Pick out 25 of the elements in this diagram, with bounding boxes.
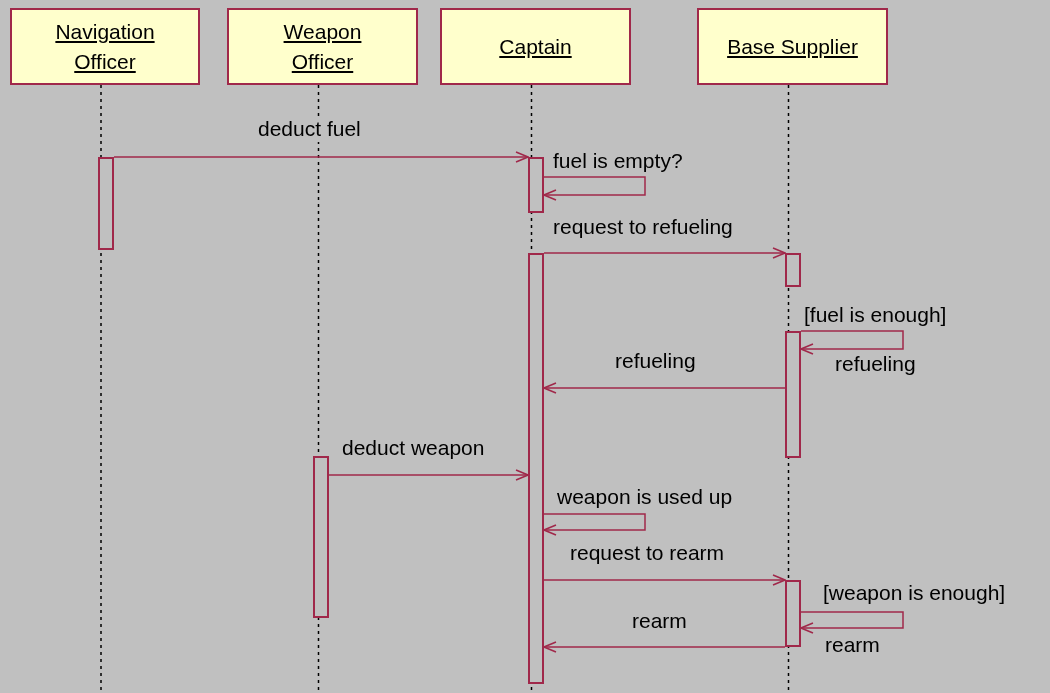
- participant-name: Weapon Officer: [282, 18, 363, 75]
- message-arrow: [800, 611, 904, 634]
- participant-name: Captain: [499, 33, 572, 60]
- activation-bar: [785, 580, 801, 647]
- message-arrow: [543, 574, 786, 586]
- lifeline-header: [440, 8, 631, 85]
- message-arrow: [800, 330, 904, 355]
- message-arrow: [543, 641, 786, 653]
- participant-name: Navigation Officer: [54, 18, 156, 75]
- message-arrow: [543, 247, 786, 259]
- lifeline-header: [697, 8, 888, 85]
- message-arrow: [328, 469, 529, 481]
- message-arrow: [113, 151, 529, 163]
- message-arrow: [543, 176, 646, 201]
- message-arrow: [543, 382, 786, 394]
- activation-bar: [528, 253, 544, 684]
- activation-bar: [785, 331, 801, 458]
- activation-bar: [98, 157, 114, 250]
- activation-bar: [528, 157, 544, 213]
- activation-bar: [313, 456, 329, 618]
- activation-bar: [785, 253, 801, 287]
- lifeline-header: [227, 8, 418, 85]
- participant-name: Base Supplier: [727, 33, 858, 60]
- message-arrow: [543, 513, 646, 536]
- lifeline-header: [10, 8, 200, 85]
